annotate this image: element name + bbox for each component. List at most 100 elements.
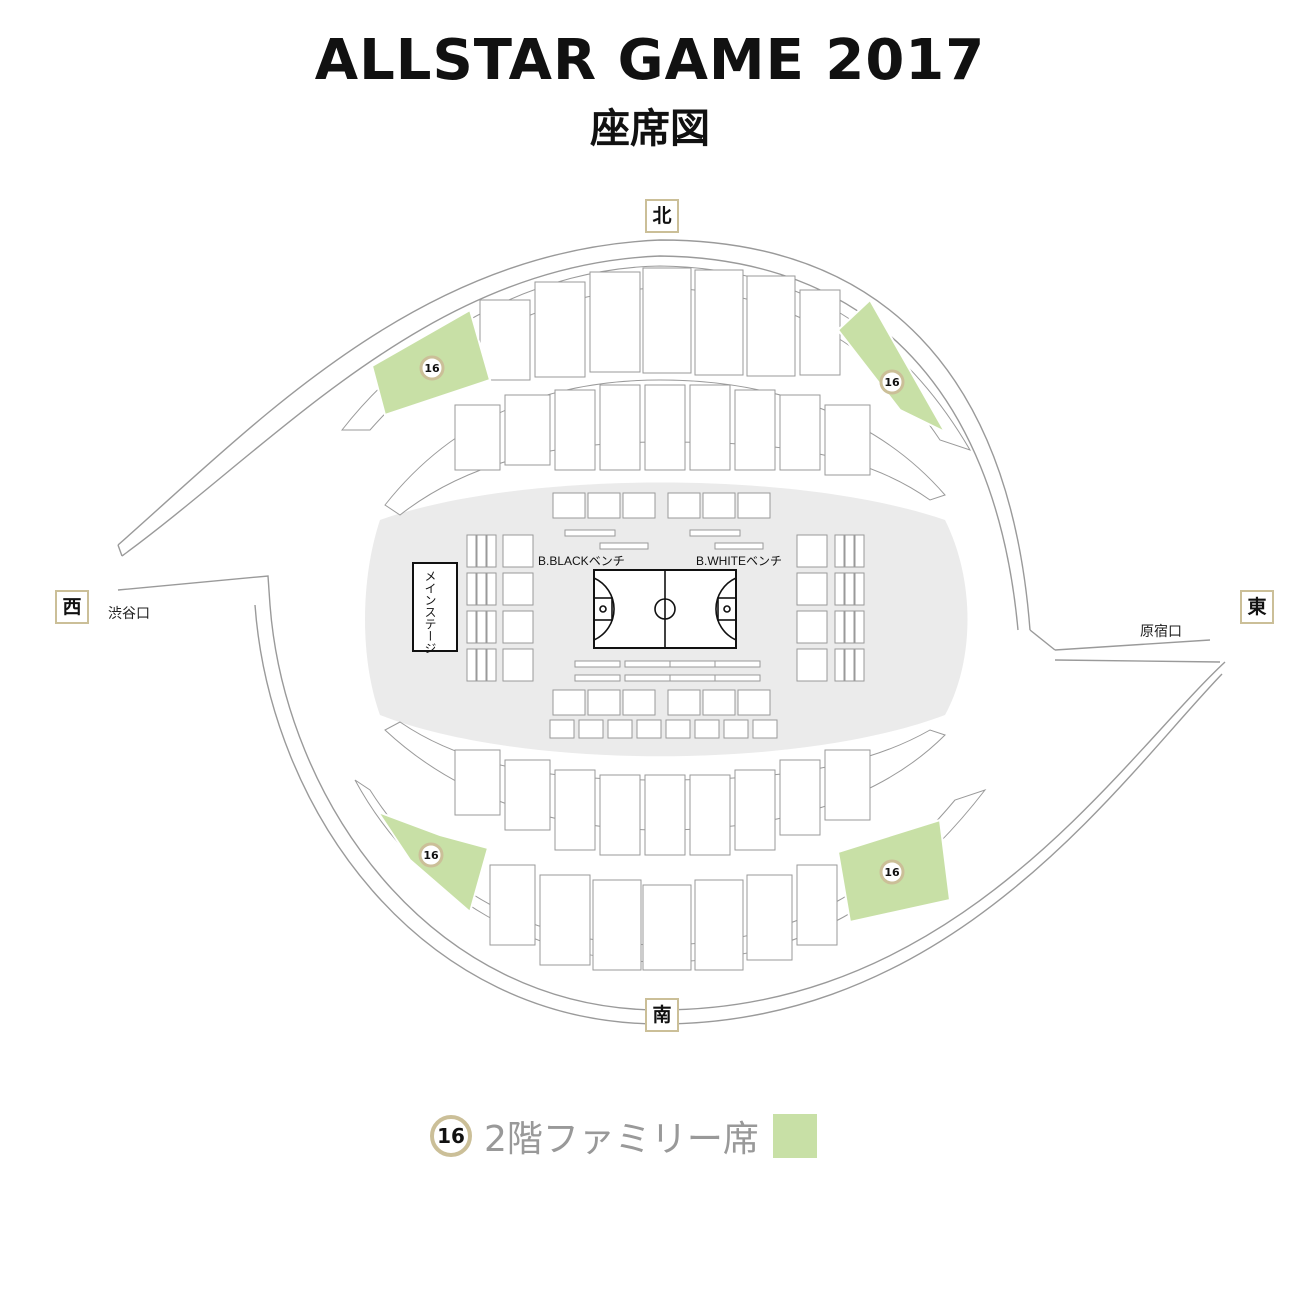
floor-seat-block [578,719,604,739]
floor-seat-block [552,492,586,519]
floor-seat-block [854,572,865,606]
floor-seat-block [549,719,575,739]
floor-seat-block [796,534,828,568]
bench-strip [564,529,616,537]
bench-strip [599,542,649,550]
floor-seat-block [502,534,534,568]
floor-seat-block [486,610,497,644]
floor-seat-block [636,719,662,739]
bench-strip [714,542,764,550]
floor-seat-block [476,610,487,644]
floor-seat-block [796,572,828,606]
upper-seat-block [539,874,591,966]
floor-seat-block [752,719,778,739]
lower-seat-block [734,769,776,851]
upper-seat-block [589,271,641,373]
bench-strip [689,529,741,537]
floor-seat-block [723,719,749,739]
floor-seat-block [502,572,534,606]
floor-seat-block [854,648,865,682]
floor-seat-block [466,572,477,606]
lower-seat-block [689,384,731,471]
upper-seat-block [796,864,838,946]
floor-seat-block [486,534,497,568]
lower-seat-block [504,759,551,831]
floor-seat-block [665,719,691,739]
section-badges: 16 16 16 16 [418,355,905,885]
floor-seat-block [622,689,656,716]
floor-seat-block [476,534,487,568]
floor-seat-block [476,572,487,606]
floor-seat-block [476,648,487,682]
lower-seat-block [824,404,871,476]
bench-strip [669,660,716,668]
floor-seat-block [502,610,534,644]
bench-strip [624,674,671,682]
upper-seat-block [592,879,642,971]
direction-west-marker: 西 [55,590,89,624]
floor-seat-block [844,534,855,568]
floor-seat-block [667,492,701,519]
main-stage-label: メインステージ [423,570,437,654]
lower-seat-block [554,389,596,471]
upper-seat-block [746,275,796,377]
floor-seat-block [834,610,845,644]
floor-seat-block [854,534,865,568]
floor-seat-block [844,610,855,644]
upper-seat-block [642,267,692,374]
bench-strip [624,660,671,668]
floor-seat-block [834,648,845,682]
legend: 16 2階ファミリー席 [430,1112,817,1160]
floor-seat-block [486,572,497,606]
lower-seat-block [644,774,686,856]
section-badge-se[interactable]: 16 [879,859,905,885]
section-badge-nw[interactable]: 16 [419,355,445,381]
white-bench-label: B.WHITEベンチ [696,554,782,568]
seat-blocks [454,267,871,971]
section-badge-sw[interactable]: 16 [418,842,444,868]
floor-seat-block [607,719,633,739]
legend-label: 2階ファミリー席 [484,1119,759,1160]
lower-seat-block [734,389,776,471]
floor-seat-block [796,610,828,644]
floor-seat-block [552,689,586,716]
lower-seat-block [599,774,641,856]
upper-seat-block [799,289,841,376]
floor-seat-block [702,689,736,716]
bench-strip [574,660,621,668]
lower-seat-block [824,749,871,821]
upper-seat-block [746,874,793,961]
gate-east-label: 原宿口 [1140,624,1182,640]
bench-strip [574,674,621,682]
lower-seat-block [504,394,551,466]
floor-seat-block [737,689,771,716]
black-bench-label: B.BLACKベンチ [538,554,625,568]
floor-seat-block [667,689,701,716]
page-subtitle: 座席図 [590,106,710,152]
direction-south-marker: 南 [645,998,679,1032]
lower-seat-block [779,394,821,471]
lower-seat-block [454,749,501,816]
lower-seat-block [689,774,731,856]
floor-seat-block [796,648,828,682]
floor-seat-block [737,492,771,519]
legend-color-swatch [772,1114,817,1158]
lower-seat-block [454,404,501,471]
floor-seat-block [622,492,656,519]
section-badge-number: 16 [424,362,440,375]
family-seat-area-ne[interactable] [836,298,948,435]
lower-seat-block [599,384,641,471]
floor-seat-block [466,610,477,644]
floor-seat-block [844,572,855,606]
direction-north-marker: 北 [645,199,679,233]
section-badge-number: 16 [423,849,439,862]
section-badge-ne[interactable]: 16 [879,369,905,395]
section-badge-number: 16 [884,866,900,879]
basketball-court [593,569,737,649]
upper-seat-block [642,884,692,971]
floor-seat-block [486,648,497,682]
floor-seat-block [466,534,477,568]
section-badge-number: 16 [884,376,900,389]
floor-seat-block [587,492,621,519]
